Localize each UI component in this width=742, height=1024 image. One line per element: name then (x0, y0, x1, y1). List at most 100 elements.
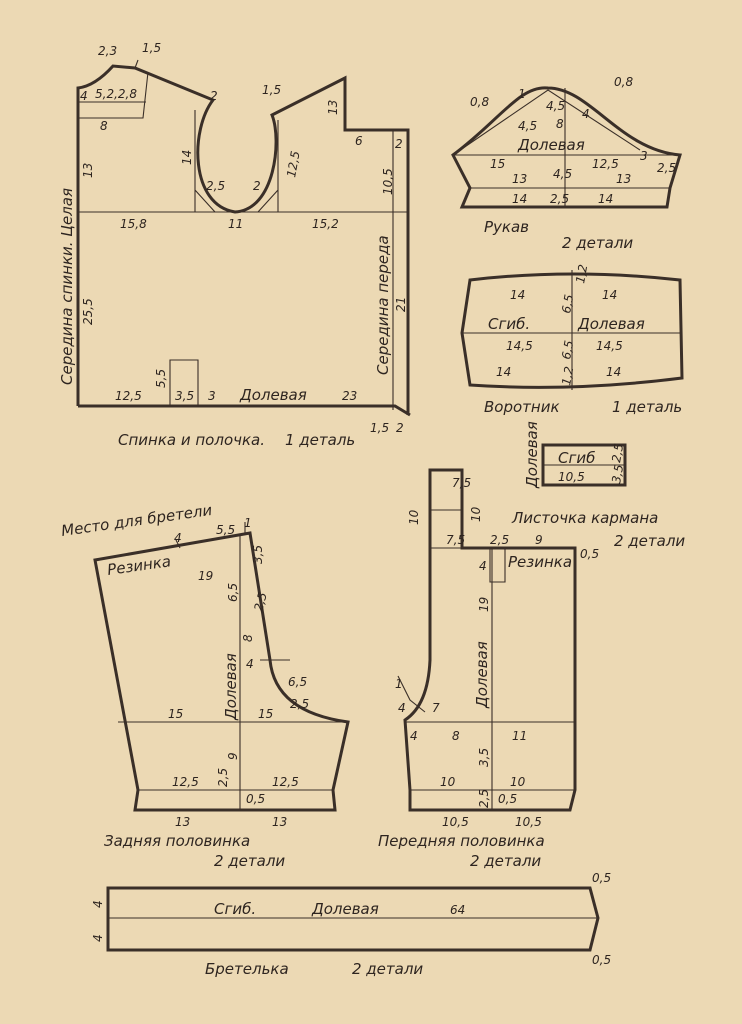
collar-measure: 14 (496, 365, 511, 379)
pocket-measure: 2,5 (609, 442, 626, 463)
bodice-measure: 2,5 (206, 179, 225, 193)
front-half-measure: 10 (407, 509, 421, 525)
sleeve-measure: 0,8 (614, 75, 633, 89)
bodice-measure: 2,3 (98, 44, 117, 58)
bodice-measure: 14 (180, 150, 194, 165)
grain-label: Долевая (222, 653, 240, 721)
bodice-measure: 10,5 (381, 168, 395, 195)
back-half-measure: 15 (258, 707, 273, 721)
front-half-measure: 4 (479, 559, 487, 573)
back-half-measure: 5,5 (216, 523, 235, 537)
front-half-measure: 7,5 (446, 533, 465, 547)
sleeve-measure: 4,5 (546, 99, 565, 113)
grain-label: Долевая (473, 641, 491, 709)
back-half-measure: 19 (198, 569, 213, 583)
bodice-measure: 2 (396, 421, 404, 435)
strap-title: Бретелька (205, 960, 289, 978)
back-half-measure: 6,5 (288, 675, 307, 689)
bodice-measure: 15,8 (120, 217, 147, 231)
back-half-count: 2 детали (214, 852, 285, 870)
front-half-measure: 10,5 (515, 815, 542, 829)
back-half-measure: 2,5 (216, 768, 230, 787)
strap-measure: 64 (450, 903, 465, 917)
bodice-measure: 12,5 (284, 150, 302, 179)
collar-measure: 14 (606, 365, 621, 379)
bodice-measure: 2 (210, 89, 218, 103)
front-half-count: 2 детали (470, 852, 541, 870)
collar-measure: 1,2 (573, 263, 590, 284)
bodice-measure: 13 (81, 163, 95, 178)
strap-measure: 4 (91, 934, 105, 942)
pocket-measure: 3,5 (609, 463, 626, 484)
pocket-title: Листочка кармана (511, 509, 658, 527)
sleeve-measure: 4,5 (553, 167, 572, 181)
sleeve-measure: 8 (556, 117, 564, 131)
pocket-count: 2 детали (614, 532, 685, 550)
collar-measure: 14 (510, 288, 525, 302)
bodice-measure: 4 (80, 89, 88, 103)
bodice-measure: 25,5 (81, 298, 95, 325)
bodice-piece: 2,3 1,5 4 5,2,2,8 8 13 2 1,5 13 6 2 10,5… (58, 41, 411, 449)
center-back-label: Середина спинки. Целая (58, 188, 76, 385)
front-half-measure: 10 (469, 506, 483, 522)
back-half-measure: 2,5 (251, 591, 269, 613)
bodice-measure: 12,5 (115, 389, 142, 403)
bodice-measure: 1,5 (142, 41, 161, 55)
strap-measure: 4 (91, 900, 105, 908)
elastic-label: Резинка (508, 553, 572, 571)
front-half-measure: 2,5 (477, 789, 491, 808)
bodice-measure: 13 (326, 100, 340, 115)
back-half-measure: 12,5 (172, 775, 199, 789)
bodice-measure: 8 (100, 119, 108, 133)
bodice-measure: 15,2 (312, 217, 339, 231)
front-half-measure: 8 (452, 729, 460, 743)
back-half-measure: 4 (246, 657, 254, 671)
front-half-measure: 19 (477, 597, 491, 612)
collar-measure: 14,5 (596, 339, 623, 353)
bodice-measure: 23 (342, 389, 357, 403)
sleeve-measure: 14 (598, 192, 613, 206)
back-half-measure: 3,5 (251, 545, 265, 564)
back-half-measure: 13 (175, 815, 190, 829)
center-front-label: Середина переда (374, 235, 392, 375)
bodice-measure: 3 (208, 389, 216, 403)
grain-label: Долевая (577, 315, 645, 333)
bodice-measure: 3,5 (175, 389, 194, 403)
fold-label: Сгиб. (488, 315, 530, 333)
front-half-measure: 10,5 (442, 815, 469, 829)
bodice-measure: 5,2,2,8 (95, 87, 137, 101)
back-half-title: Задняя половинка (104, 832, 250, 850)
pocket-measure: 10,5 (558, 470, 585, 484)
front-half-measure: 4 (410, 729, 418, 743)
fold-label: Сгиб (558, 449, 595, 467)
back-half-measure: 13 (272, 815, 287, 829)
bodice-count: 1 деталь (285, 431, 355, 449)
collar-measure: 6,5 (559, 339, 576, 360)
back-half-measure: 15 (168, 707, 183, 721)
bodice-measure: 5,5 (154, 369, 168, 388)
front-half-measure: 10 (440, 775, 456, 789)
front-half-measure: 9 (535, 533, 543, 547)
collar-count: 1 деталь (612, 398, 682, 416)
front-half-measure: 11 (512, 729, 527, 743)
front-half-title: Передняя половинка (378, 832, 545, 850)
bodice-measure: 11 (228, 217, 243, 231)
sleeve-measure: 13 (616, 172, 631, 186)
collar-measure: 14,5 (506, 339, 533, 353)
back-half-piece: 4 5,5 1 3,5 19 6,5 2,5 8 4 6,5 2,5 15 15… (60, 501, 350, 870)
grain-label: Долевая (239, 386, 307, 404)
sleeve-measure: 3 (640, 149, 648, 163)
sleeve-measure: 14 (512, 192, 527, 206)
strap-place-label: Место для бретели (60, 501, 213, 540)
front-half-measure: 4 (398, 701, 406, 715)
collar-piece: 1,2 14 14 6,5 14,5 6,5 14,5 1,2 14 14 Сг… (460, 263, 684, 416)
sleeve-piece: 1 0,8 0,8 4,5 4,5 4 8 15 12,5 3 2,5 13 4… (451, 75, 682, 252)
back-half-measure: 0,5 (246, 792, 265, 806)
front-half-measure: 3,5 (477, 748, 491, 767)
back-half-measure: 6,5 (226, 583, 240, 602)
back-half-measure: 8 (241, 634, 255, 642)
front-half-measure: 0,5 (580, 547, 599, 561)
bodice-measure: 1,5 (370, 421, 389, 435)
bodice-measure: 21 (394, 297, 408, 312)
